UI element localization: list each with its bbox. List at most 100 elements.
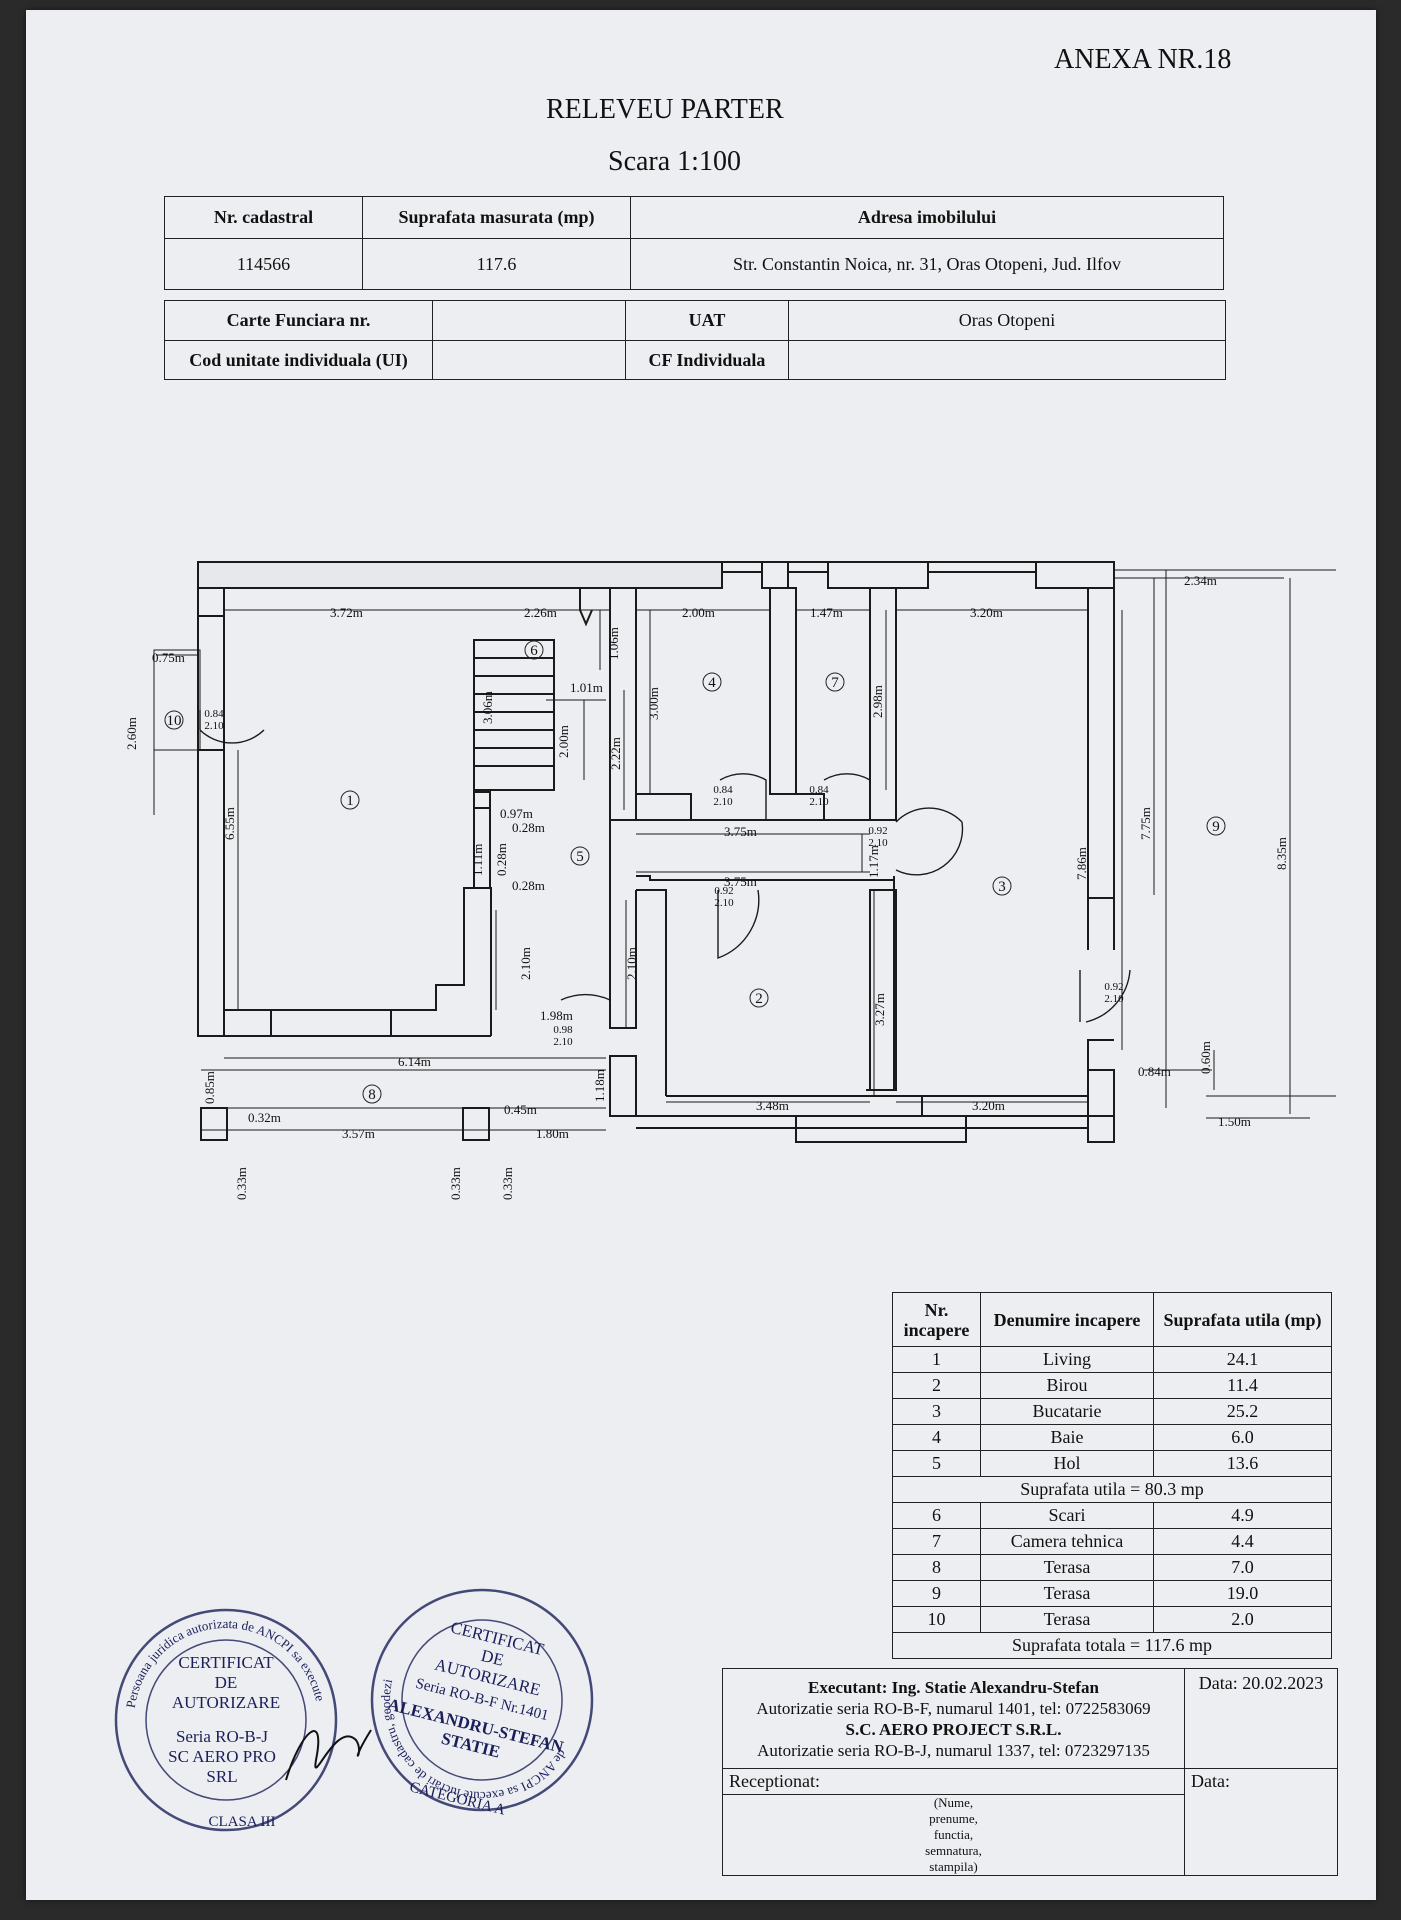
dim-label: 1.06m [606,627,621,660]
executant-table: Executant: Ing. Statie Alexandru-Stefan … [722,1668,1338,1876]
dim-label: 0.28m [512,878,545,893]
label-cod-ui: Cod unitate individuala (UI) [164,340,433,380]
dim-label: 3.72m [330,605,363,620]
dim-label: 2.34m [1184,573,1217,588]
value-uat: Oras Otopeni [788,300,1226,341]
dim-label: 7.75m [1138,807,1153,840]
svg-text:5: 5 [576,849,584,865]
dim-label: 0.28m [512,820,545,835]
dim-label: 2.00m [682,605,715,620]
door-width: 0.92 [868,825,887,837]
room-label-9: 9 [1206,816,1226,836]
dim-label: 2.26m [524,605,557,620]
room-label-2: 2 [749,988,769,1008]
svg-text:CLASA III: CLASA III [208,1814,275,1830]
document-page: ANEXA NR.18 RELEVEU PARTER Scara 1:100 N… [26,10,1376,1900]
left-stamp: Persoana juridica autorizata de ANCPI sa… [114,1608,372,1832]
door-height: 2.10 [553,1036,573,1048]
svg-text:DE: DE [479,1646,506,1670]
door-height: 2.10 [204,720,224,732]
dim-label: 1.01m [570,680,603,695]
dim-label: 1.17m [866,845,881,878]
door-height: 2.10 [1104,993,1124,1005]
value-surface: 117.6 [362,238,631,290]
company-name: S.C. AERO PROJECT S.R.L. [845,1719,1062,1739]
executant-auth-1: Autorizatie seria RO-B-F, numarul 1401, … [756,1698,1151,1718]
svg-text:CATEGORIA A: CATEGORIA A [408,1779,507,1818]
dim-label: 3.00m [646,687,661,720]
total-row: Suprafata totala = 117.6 mp [892,1632,1332,1659]
dim-label: 0.84m [1138,1064,1171,1079]
col-name: Denumire incapere [980,1292,1154,1347]
svg-text:2: 2 [755,991,763,1007]
dim-label: 2.10m [518,947,533,980]
rooms-table: Nr. incapere Denumire incapere Suprafata… [892,1292,1332,1659]
dim-label: 0.75m [152,650,185,665]
svg-text:10: 10 [167,713,182,729]
header-surface: Suprafata masurata (mp) [362,196,631,239]
dim-label: 3.06m [480,691,495,724]
annex-label: ANEXA NR.18 [1054,44,1232,75]
door-width: 0.92 [1104,981,1123,993]
door-height: 2.10 [714,897,734,909]
door-width: 0.98 [553,1024,573,1036]
right-stamp: de ANCPI sa execute lucrari de cadastru,… [26,1570,612,1825]
svg-text:AUTORIZARE: AUTORIZARE [172,1693,280,1712]
door-width: 0.84 [809,784,829,796]
dim-label: 3.48m [756,1098,789,1113]
executant-name: Executant: Ing. Statie Alexandru-Stefan [808,1677,1099,1697]
dim-label: 1.18m [592,1069,607,1102]
value-cod-ui [432,340,626,380]
room-label-4: 4 [702,672,722,692]
door-width: 0.84 [204,708,224,720]
executant-auth-2: Autorizatie seria RO-B-J, numarul 1337, … [757,1740,1150,1760]
property-info-table: Nr. cadastral Suprafata masurata (mp) Ad… [164,196,1224,290]
room-label-6: 6 [524,640,544,660]
dim-label: 3.57m [342,1126,375,1141]
svg-text:SRL: SRL [206,1767,237,1786]
land-book-table: Carte Funciara nr. UAT Oras Otopeni Cod … [164,300,1226,380]
subtotal-row: Suprafata utila = 80.3 mp [892,1476,1332,1503]
value-cf-individuala [788,340,1226,380]
dim-label: 6.55m [222,807,237,840]
value-address: Str. Constantin Noica, nr. 31, Oras Otop… [630,238,1224,290]
svg-text:DE: DE [215,1673,238,1692]
date-field: Data: 20.02.2023 [1184,1668,1338,1769]
dim-label: 2.00m [556,725,571,758]
room-label-1: 1 [340,790,360,810]
floor-plan: 1 2 3 4 5 6 7 8 9 10 3.72m 2.26m 2.00m 1… [124,561,1336,1200]
dim-label: 7.86m [1074,847,1089,880]
scale-label: Scara 1:100 [608,146,741,177]
svg-text:4: 4 [708,675,716,691]
dim-label: 3.75m [724,874,757,889]
dim-label: 2.60m [124,717,139,750]
room-label-5: 5 [570,846,590,866]
col-nr: Nr. incapere [892,1292,981,1347]
dim-label: 1.80m [536,1126,569,1141]
date-value-2 [1184,1794,1338,1876]
svg-text:7: 7 [831,675,839,691]
stamps: Persoana juridica autorizata de ANCPI sa… [26,1570,612,1832]
dim-label: 0.97m [500,806,533,821]
svg-text:1: 1 [346,793,354,809]
value-cadastral: 114566 [164,238,363,290]
room-label-10: 10 [164,710,184,730]
dim-label: 2.10m [624,947,639,980]
door-width: 0.92 [714,885,733,897]
door-height: 2.10 [713,796,733,808]
room-label-8: 8 [362,1084,382,1104]
svg-text:3: 3 [998,879,1006,895]
dim-label: 0.33m [448,1167,463,1200]
signature-note: (Nume, prenume, functia, semnatura, stam… [722,1794,1185,1876]
page-title: RELEVEU PARTER [546,94,784,125]
svg-text:CERTIFICAT: CERTIFICAT [178,1653,274,1672]
dim-label: 1.98m [540,1008,573,1023]
dim-label: 0.33m [500,1167,515,1200]
